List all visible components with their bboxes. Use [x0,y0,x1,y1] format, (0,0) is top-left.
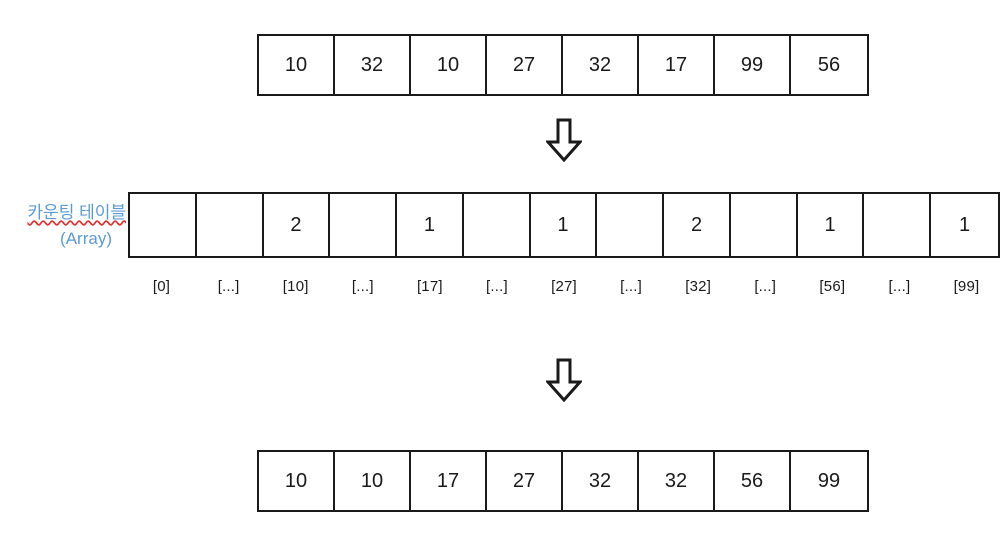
output-array-cell: 32 [639,452,715,510]
counting-array-cell [864,194,932,256]
counting-array-cell [730,194,798,256]
block-down-arrow-icon-2 [544,358,584,403]
counting-array-index-label: [...] [754,278,777,295]
counting-array-cell: 1 [397,194,464,256]
counting-array-cell: 1 [931,194,998,256]
input-array-cell: 10 [259,36,335,94]
counting-table-group: 2 1 1 2 1 1 [128,192,1000,258]
counting-array-cell: 1 [797,194,865,256]
counting-array-index-label: [...] [351,278,374,295]
output-array-cell: 99 [791,452,867,510]
counting-array-cell [130,194,197,256]
counting-array-index-label: [27] [551,278,577,295]
input-array-cell: 99 [715,36,791,94]
input-array-cell: 32 [563,36,639,94]
counting-array-cell [196,194,264,256]
counting-array-index-label: [10] [282,278,309,295]
counting-array-index-label: [17] [416,278,443,295]
counting-table-label-sub: (Array) [60,229,112,248]
block-down-arrow-icon-1 [544,118,584,163]
input-array-cell: 17 [639,36,715,94]
output-array-cell: 32 [563,452,639,510]
input-array-cell: 27 [487,36,563,94]
counting-array-cell [330,194,398,256]
counting-array-cell [463,194,531,256]
counting-array-index-label: [...] [620,278,642,295]
counting-array: 2 1 1 2 1 1 [128,192,1000,258]
counting-array-index-label: [0] [152,278,171,295]
input-array-cell: 32 [335,36,411,94]
counting-array-index-label: [56] [819,278,846,295]
output-array-cell: 17 [411,452,487,510]
counting-array-cell: 1 [530,194,598,256]
counting-table-index-labels: [0] [...] [10] [...] [17] [...] [27] [...] [32] [… [128,278,1000,295]
counting-table-label: 카운팅 테이블 (Array) [0,200,126,252]
counting-array-cell: 2 [263,194,331,256]
output-array-cell: 27 [487,452,563,510]
counting-array-index-label: [32] [685,278,712,295]
counting-array-cell [597,194,665,256]
counting-array-index-label: [...] [486,278,508,295]
counting-array-index-label: [99] [953,278,980,295]
counting-array-index-label: [...] [888,278,911,295]
counting-array-index-label: [...] [217,278,240,295]
output-array-cell: 10 [259,452,335,510]
output-array-cell: 10 [335,452,411,510]
input-array-cell: 56 [791,36,867,94]
counting-array-cell: 2 [664,194,731,256]
output-array-cell: 56 [715,452,791,510]
input-array-cell: 10 [411,36,487,94]
counting-table-label-korean: 카운팅 테이블 [27,203,126,222]
